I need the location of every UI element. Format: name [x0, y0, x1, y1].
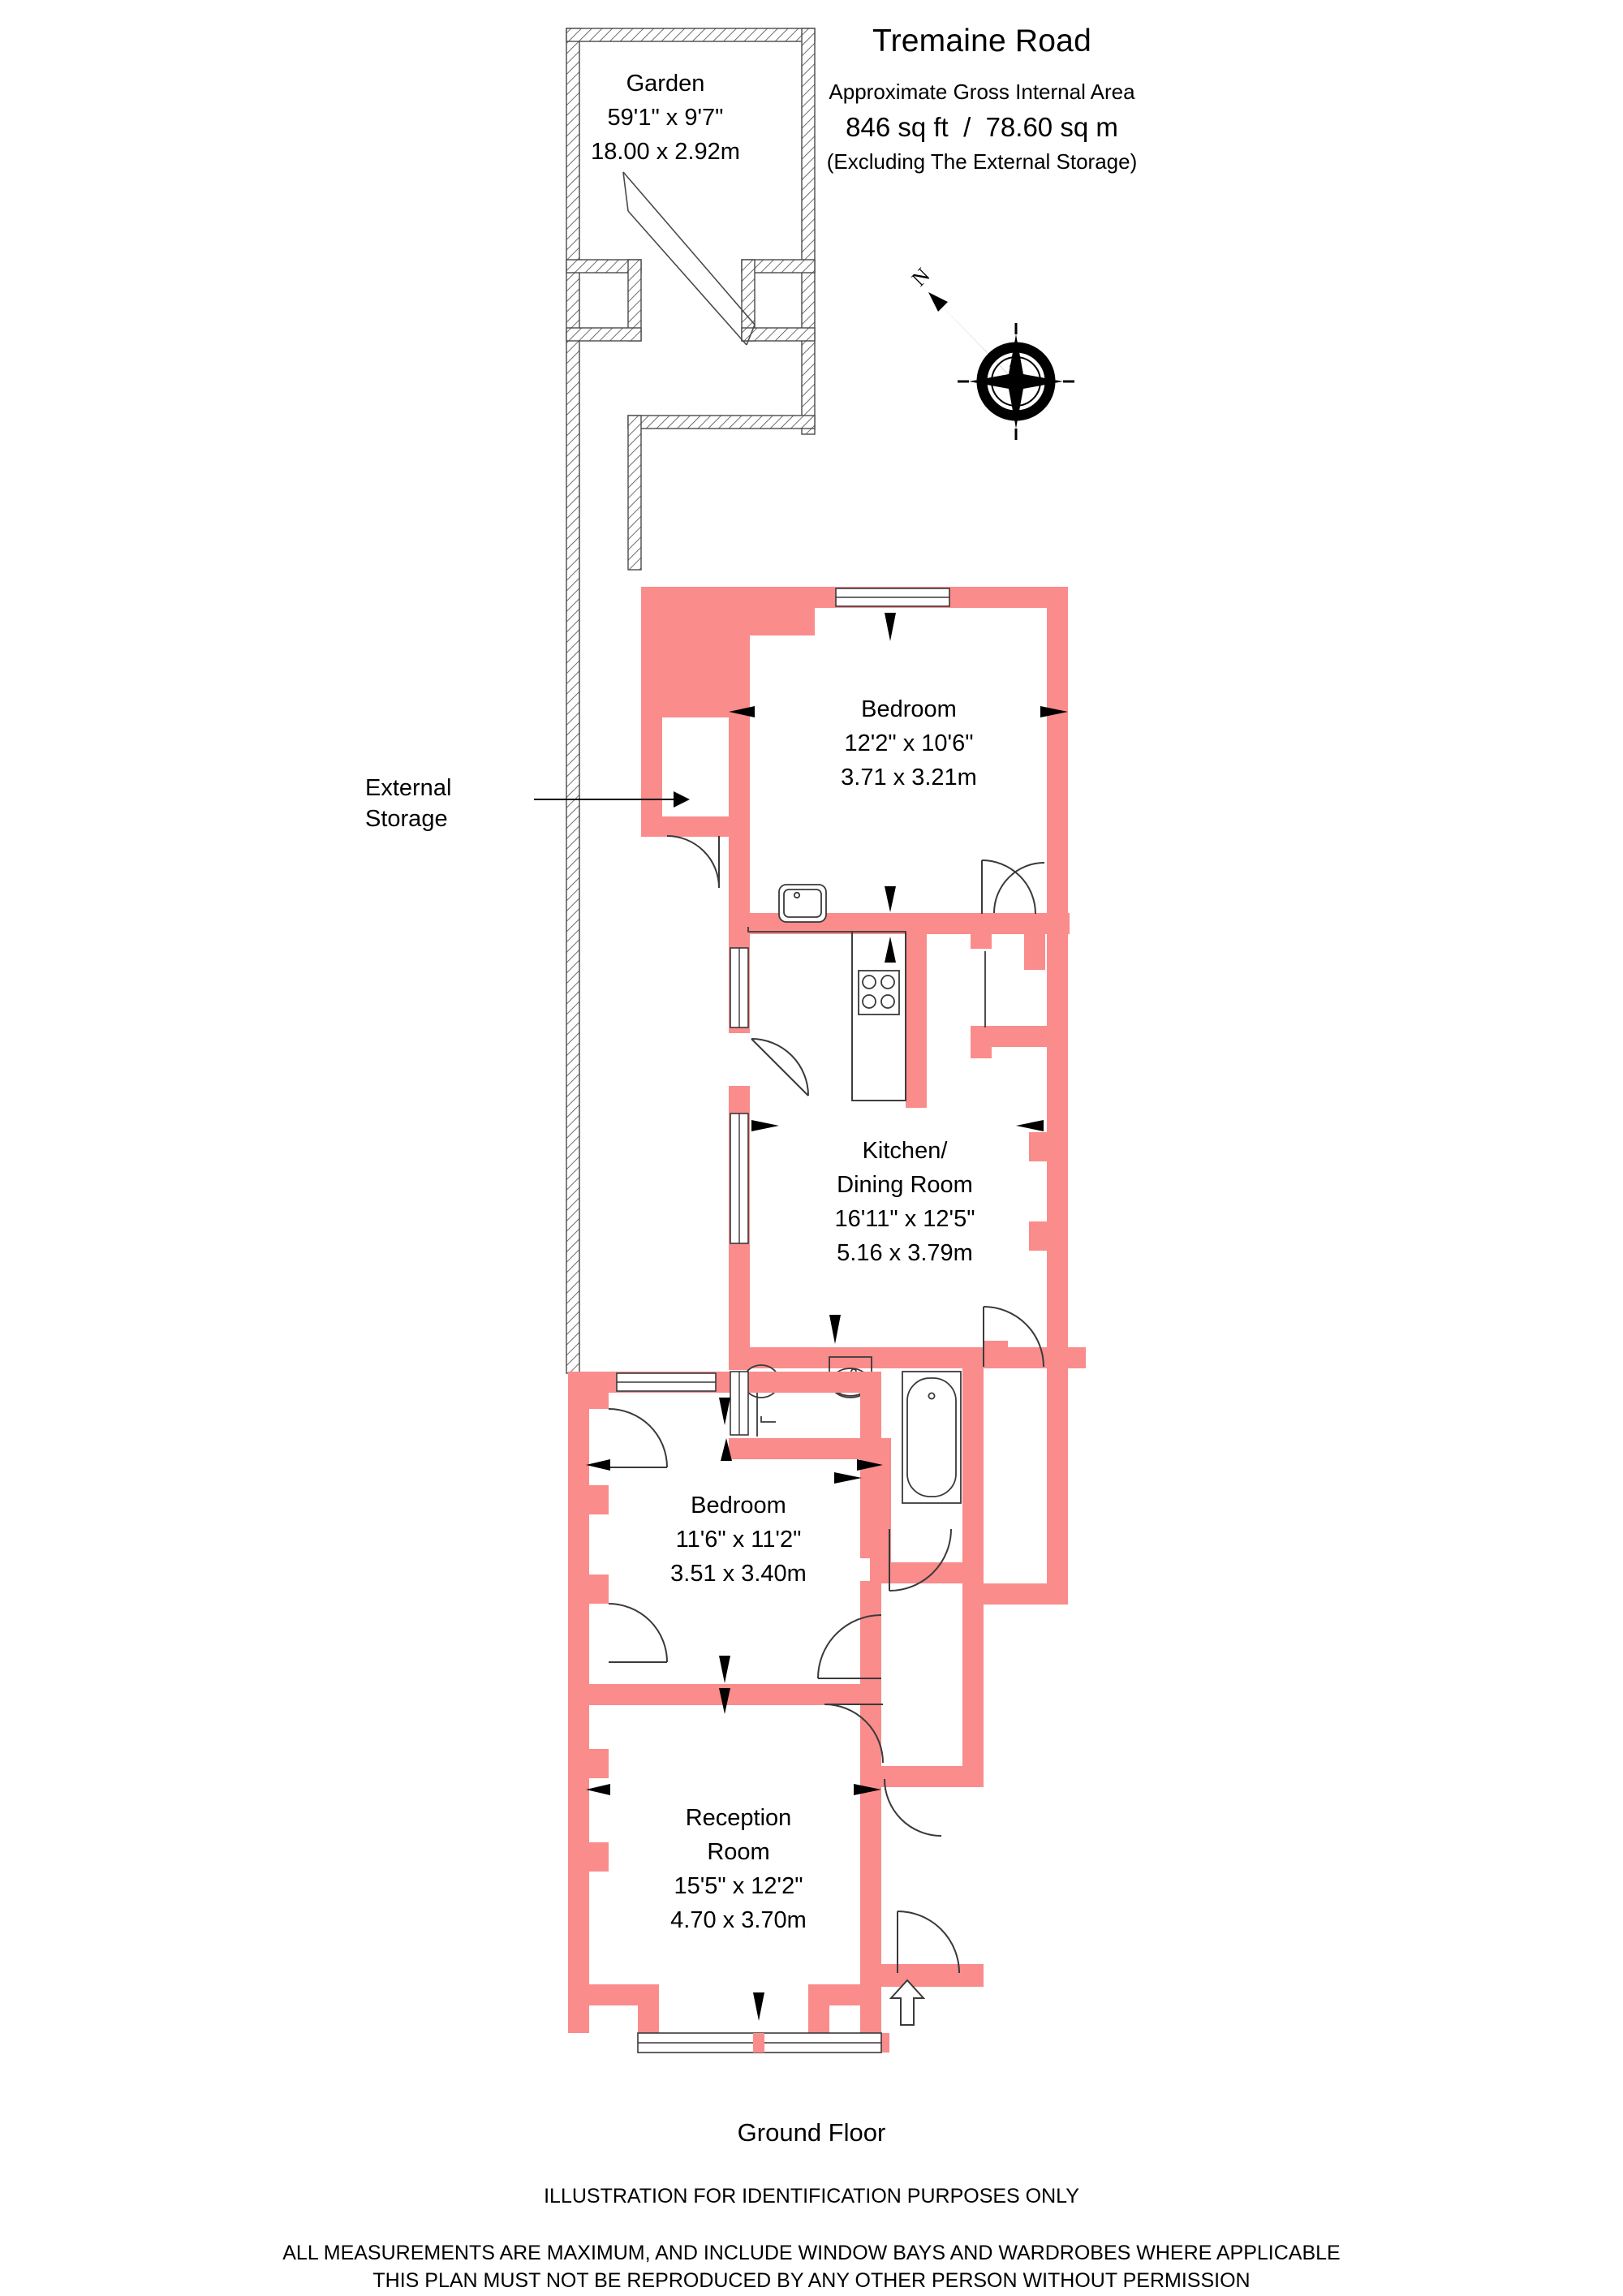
- lower-block-walls: [568, 1372, 1068, 2053]
- compass-rose: N: [907, 263, 1074, 440]
- window-kitchen-left-upper: [730, 947, 749, 1028]
- compass-north-label: N: [907, 263, 935, 291]
- sink-icon: [778, 884, 827, 923]
- external-storage-label-line2: Storage: [365, 805, 448, 832]
- room-label-bedroom-2: Bedroom: [691, 1493, 786, 1518]
- area-caption: Approximate Gross Internal Area: [829, 80, 1135, 104]
- entrance-arrow-icon: [889, 1979, 926, 2026]
- area-value: 846 sq ft / 78.60 sq m: [846, 112, 1118, 142]
- area-note: (Excluding The External Storage): [826, 149, 1138, 174]
- garden-dimension-metric: 18.00 x 2.92m: [591, 139, 740, 165]
- garden-dimension-imperial: 59'1" x 9'7": [607, 105, 724, 131]
- window-reception-bay: [637, 2032, 882, 2053]
- disclaimer-line-1: ILLUSTRATION FOR IDENTIFICATION PURPOSES…: [544, 2185, 1079, 2208]
- room-dimension-metric-kitchen: 5.16 x 3.79m: [837, 1240, 973, 1266]
- room-dimension-imperial-reception: 15'5" x 12'2": [674, 1873, 803, 1899]
- bath-icon: [902, 1371, 962, 1504]
- window-bedroom-2: [616, 1372, 717, 1392]
- room-dimension-metric-reception: 4.70 x 3.70m: [670, 1907, 807, 1933]
- room-dimension-imperial-bedroom-1: 12'2" x 10'6": [844, 730, 974, 756]
- garden-outline: [566, 28, 816, 1374]
- room-label-kitchen-line1: Kitchen/: [862, 1138, 948, 1164]
- room-dimension-metric-bedroom-1: 3.71 x 3.21m: [841, 765, 977, 790]
- window-bathroom: [730, 1371, 749, 1436]
- room-label-reception-line1: Reception: [685, 1805, 792, 1831]
- room-label-kitchen-line2: Dining Room: [837, 1172, 973, 1198]
- door-swings: [608, 835, 1045, 1974]
- external-storage-void: [662, 711, 729, 816]
- room-label-reception-line2: Room: [707, 1839, 770, 1865]
- external-storage-label-line1: External: [365, 775, 452, 801]
- room-dimension-imperial-kitchen: 16'11" x 12'5": [834, 1206, 975, 1232]
- disclaimer-line-2: ALL MEASUREMENTS ARE MAXIMUM, AND INCLUD…: [282, 2242, 1341, 2264]
- room-dimension-metric-bedroom-2: 3.51 x 3.40m: [670, 1561, 807, 1587]
- kitchen-units: [747, 927, 906, 1101]
- page-title: Tremaine Road: [872, 24, 1091, 58]
- room-dimension-imperial-bedroom-2: 11'6" x 11'2": [675, 1527, 802, 1553]
- dimension-arrows: [586, 613, 1068, 2021]
- window-kitchen-left-lower: [730, 1113, 749, 1244]
- room-label-bedroom-1: Bedroom: [861, 696, 957, 722]
- floor-label: Ground Floor: [737, 2118, 886, 2147]
- external-storage-label: External Storage: [365, 773, 601, 834]
- window-bedroom-1: [835, 588, 950, 607]
- garden-label: Garden: [626, 71, 705, 97]
- hob-icon: [858, 970, 900, 1015]
- disclaimer-line-3: THIS PLAN MUST NOT BE REPRODUCED BY ANY …: [372, 2269, 1251, 2292]
